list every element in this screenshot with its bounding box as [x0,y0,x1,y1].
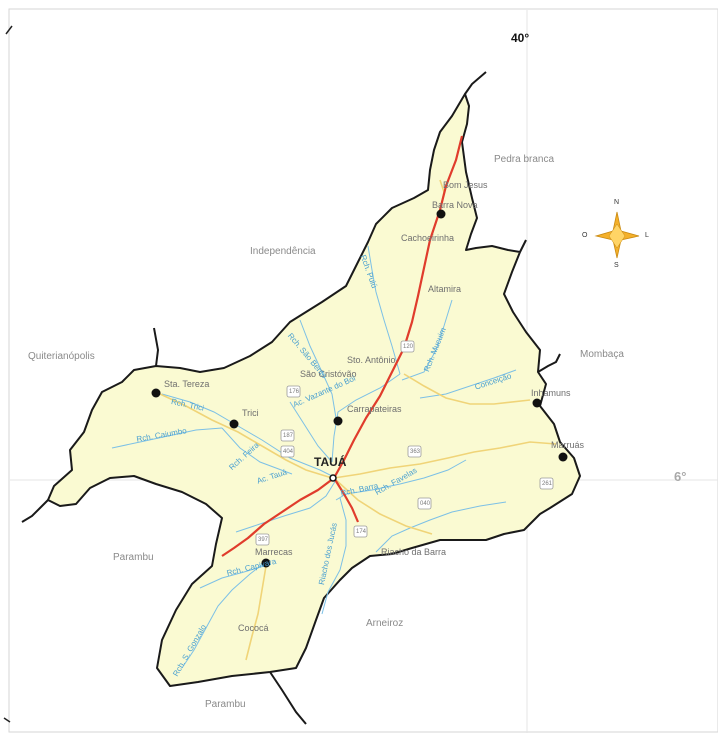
place-label-sto-antonio: Sto. Antônio [347,355,396,365]
place-label-trici: Trici [242,408,259,418]
highway-shield [286,385,301,398]
main-highway [332,135,464,523]
road-line [159,393,333,479]
corner-tick-bottom-left [3,717,11,723]
boundary-line-east [537,353,561,373]
place-label-inhamuns: Inhamuns [531,388,571,398]
road-line [403,373,531,405]
compass-star-small [608,223,626,249]
place-label-marrecas: Marrecas [255,547,293,557]
highway-shield [400,340,415,353]
place-label-cachoeirinha: Cachoeirinha [401,233,455,243]
boundary-line-north [464,71,487,95]
place-label-altamira: Altamira [428,284,462,294]
river-line [419,369,517,399]
boundary-line-northeast [519,239,527,253]
settlement-dot-barra-nova [436,209,446,219]
place-label-cococa: Cococá [238,623,269,633]
neighbor-label-parambu-south: Parambu [205,699,246,710]
place-label-barra-nova: Barra Nova [432,200,478,210]
longitude-label: 40° [511,31,530,45]
place-label-riacho-da-barra: Riacho da Barra [381,547,447,557]
settlements [151,209,568,568]
compass-east-label: L [645,232,649,239]
neighbor-label-pedra-branca: Pedra branca [494,154,555,165]
highway-number-397: 397 [258,537,269,543]
river-line [161,393,333,477]
highway-shield [280,429,295,442]
highway-number-174: 174 [356,529,367,535]
southwest-highway [221,477,335,557]
compass-west-label: O [582,232,588,239]
neighbor-label-quiterianopolis: Quiterianópolis [28,351,95,362]
corner-tick-top-left [5,25,13,35]
boundary-line-southwest [21,499,49,523]
municipality-area [47,93,581,687]
road-line [335,479,433,535]
highway-number-363: 363 [410,449,421,455]
river-line [235,479,337,533]
place-label-sao-cristovao: São Cristóvão [300,369,357,379]
highway-number-261: 261 [542,481,553,487]
place-label-bom-jesus: Bom Jesus [443,180,488,190]
capital-label-taua: TAUÁ [314,455,347,469]
highway-shield [407,445,422,458]
boundary-line-south [269,671,307,725]
river-line [199,565,265,589]
river-line [335,459,467,501]
river-line [299,319,337,419]
river-line [181,559,269,669]
neighbor-label-mombaca: Mombaça [580,349,624,360]
settlement-dot-taua [329,474,337,482]
highway-shield [539,477,554,490]
highway-shield [255,533,270,546]
settlement-dot-sta-tereza [151,388,161,398]
neighbor-label-parambu-west: Parambu [113,552,154,563]
boundary-line-west [153,327,160,367]
highway-number-120: 120 [403,344,414,350]
settlement-dot-inhamuns [532,398,542,408]
highway-shield [280,445,295,458]
settlement-dot-trici [229,419,239,429]
road-line [333,441,557,479]
settlement-dot-carrapateiras [333,416,343,426]
highway-number-404: 404 [283,449,294,455]
river-line [401,299,453,381]
settlement-dot-marrecas [261,558,271,568]
compass-south-label: S [614,262,619,269]
neighbor-label-independencia: Independência [250,246,316,257]
river-line [321,497,347,615]
place-label-carrapateiras: Carrapateiras [347,404,402,414]
neighbor-label-arneiroz: Arneiroz [366,618,404,629]
latitude-label: 6° [674,469,687,484]
settlement-dot-marruas [558,452,568,462]
road-line [245,565,267,661]
river-line [367,245,401,375]
river-line [289,401,333,463]
place-label-sta-tereza: Sta. Tereza [164,379,210,389]
rivers [111,245,517,669]
compass-north-label: N [614,199,620,206]
river-line [331,373,401,463]
compass-rose [594,211,640,259]
place-label-marruas: Marruás [551,440,585,450]
highway-shields [255,340,554,546]
river-line [375,501,507,553]
highway-shield [417,497,432,510]
highway-number-176: 176 [289,389,300,395]
highway-number-040: 040 [420,501,431,507]
highway-shield [353,525,368,538]
river-line [111,427,223,449]
highway-number-187: 187 [283,433,294,439]
river-line [221,427,293,475]
map-frame [8,8,718,733]
